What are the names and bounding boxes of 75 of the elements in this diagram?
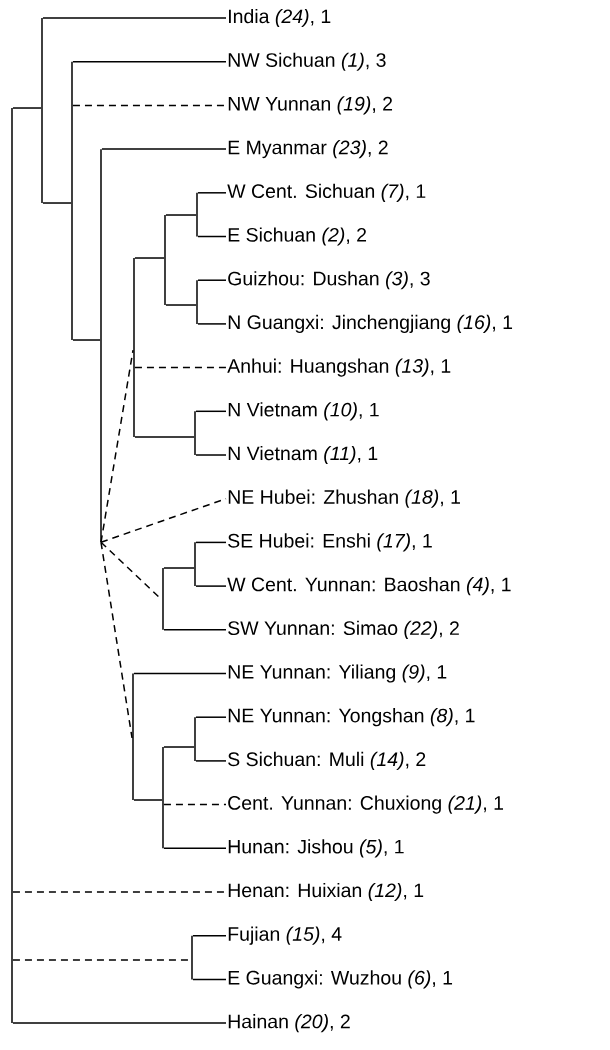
taxon-label: N Guangxi: Jinchengjiang (16), 1 [228, 314, 513, 333]
tree-branch [195, 410, 227, 413]
branch-line [196, 192, 198, 237]
tree-branch [101, 148, 227, 150]
tree-branch [72, 104, 227, 107]
tree-branch [100, 541, 133, 739]
tree-branch [197, 235, 227, 238]
tree-branch [163, 847, 227, 850]
tree-branch [195, 760, 227, 762]
tree-branch [42, 202, 72, 204]
branch-line [100, 149, 102, 543]
taxon-label: Anhui: Huangshan (13), 1 [227, 358, 451, 377]
taxon-label: E Myanmar (23), 2 [228, 140, 388, 159]
taxon-label: NW Sichuan (1), 3 [228, 52, 386, 71]
branch-line [71, 61, 73, 340]
taxon-label: Hainan (20), 2 [228, 1014, 350, 1033]
tree-branch [12, 891, 227, 893]
tree-branch [197, 279, 227, 281]
branch-line [191, 935, 193, 980]
taxon-label: SW Yunnan: Simao (22), 2 [228, 620, 459, 639]
tree-branch [72, 60, 227, 63]
taxon-label: SE Hubei: Enshi (17), 1 [228, 533, 432, 552]
tree-branch [163, 803, 227, 806]
taxon-label: Cent. Yunnan: Chuxiong (21), 1 [228, 795, 503, 814]
tree-branch [165, 304, 197, 306]
taxon-label: Fujian (15), 4 [228, 926, 342, 945]
tree-branch [192, 934, 227, 937]
tree-branch [100, 541, 163, 601]
taxon-label: Hunan: Jishou (5), 1 [228, 839, 404, 858]
taxon-label: NE Yunnan: Yiliang (9), 1 [228, 664, 447, 683]
taxon-label: N Vietnam (11), 1 [228, 445, 378, 465]
tree-branch [192, 978, 227, 981]
tree-branch [134, 257, 165, 259]
tree-branch [100, 349, 134, 543]
taxon-label: NW Yunnan (19), 2 [228, 96, 393, 115]
branch-line [133, 258, 135, 437]
branch-line [41, 18, 43, 203]
tree-branch [165, 214, 197, 216]
branch-line [194, 411, 196, 455]
taxon-label: NE Hubei: Zhushan (18), 1 [228, 489, 460, 508]
taxon-label: Henan: Huixian (12), 1 [228, 882, 424, 902]
tree-branch [72, 339, 101, 341]
taxon-label: W Cent. Sichuan (7), 1 [227, 183, 426, 202]
tree-branch [197, 323, 227, 325]
tree-branch [195, 454, 227, 456]
tree-branch [133, 672, 227, 675]
tree-branch [163, 567, 195, 569]
branch-line [164, 215, 166, 305]
tree-branch [195, 716, 227, 718]
taxon-label: India (24), 1 [229, 8, 331, 28]
branch-line [132, 673, 134, 801]
tree-branch [163, 746, 195, 748]
tree-branch [12, 107, 42, 109]
taxon-label: E Guangxi: Wuzhou (6), 1 [228, 970, 453, 989]
branch-line [194, 717, 196, 761]
taxon-label: N Vietnam (10), 1 [228, 402, 379, 421]
taxon-label: NE Yunnan: Yongshan (8), 1 [228, 708, 475, 727]
branch-line [194, 542, 196, 587]
tree-branch [133, 799, 163, 801]
branch-line [162, 568, 164, 630]
tree-branch [42, 17, 227, 19]
taxon-label: Guizhou: Dushan (3), 3 [228, 271, 430, 290]
branch-line [196, 280, 198, 324]
taxon-label: W Cent. Yunnan: Baoshan (4), 1 [227, 577, 511, 596]
tree-branch [195, 541, 227, 544]
taxon-label: S Sichuan: Muli (14), 2 [228, 751, 426, 770]
tree-branch [134, 436, 195, 438]
tree-branch [163, 629, 227, 631]
tree-branch [197, 192, 227, 194]
branch-line [162, 747, 164, 849]
tree-branch [12, 1022, 227, 1024]
taxon-label: E Sichuan (2), 2 [228, 227, 366, 246]
tree-branch [195, 585, 227, 587]
tree-branch [134, 366, 227, 369]
branch-line [11, 107, 13, 1024]
